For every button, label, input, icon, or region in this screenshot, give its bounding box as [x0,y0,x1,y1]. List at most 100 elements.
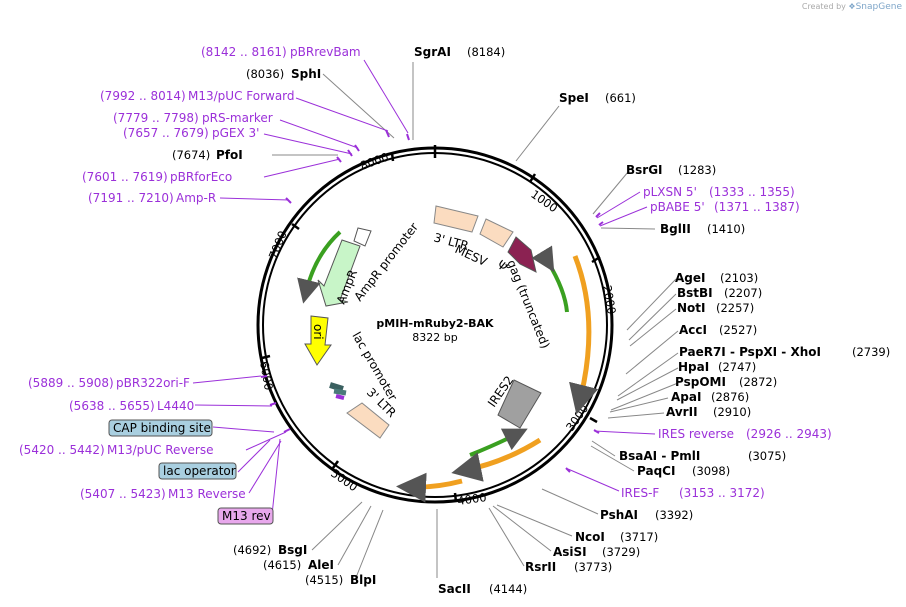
enzyme-pspomi: PspOMI [675,375,726,389]
enzyme-bglii: BglII [660,222,691,236]
primer-pbabe5-pos: (1371 .. 1387) [714,200,800,214]
plasmid-size: 8322 bp [412,331,457,344]
enzyme-bsaai-pos: (3075) [748,449,786,463]
enzyme-apai-pos: (2876) [711,390,749,404]
ltr-3-top-arc-a [433,205,479,233]
lac-operator-label: lac operator [163,464,236,478]
credit-brand: SnapGene [855,2,902,12]
primer-l4440-pos: (5638 .. 5655) [69,399,155,413]
primer-pbrrevbam-pos: (8142 .. 8161) [201,45,287,59]
primer-pbrrevbam: pBRrevBam [290,45,361,59]
ires2-feature [497,379,542,429]
enzyme-rsrii-pos: (3773) [574,560,612,574]
m13-rev-label: M13 rev [222,509,271,523]
primer-m13puc-fwd-pos: (7992 .. 8014) [100,89,186,103]
ampr-promoter-feature [353,227,372,247]
m13-rev-box [217,507,274,525]
enzyme-pspomi-pos: (2872) [739,375,777,389]
enzyme-paqci-pos: (3098) [692,464,730,478]
ltr-3-top-arc-b [479,218,514,248]
enzyme-alei: AleI [308,558,334,572]
enzyme-hpai-pos: (2747) [718,360,756,374]
primer-plxsn5-pos: (1333 .. 1355) [709,185,795,199]
enzyme-acci-pos: (2527) [719,323,757,337]
primer-m13puc-fwd: M13/pUC Forward [188,89,295,103]
primer-amp-r: Amp-R [176,191,216,205]
enzyme-sphi-pos: (8036) [246,67,284,81]
enzyme-alei-pos: (4615) [263,558,301,572]
ori-feature [304,315,332,366]
enzyme-bsrgi: BsrGI [626,163,663,177]
feature-mark-a [333,388,347,396]
ltr-3-bottom [346,402,390,439]
enzyme-bsgi: BsgI [278,543,307,557]
primer-m13-reverse-pos: (5407 .. 5423) [80,487,166,501]
primer-prs-marker: pRS-marker [202,111,273,125]
snapgene-credit: Created by ❖SnapGene [802,2,902,12]
enzyme-pfoi-pos: (7674) [172,148,210,162]
primer-m13puc-rev: M13/pUC Reverse [107,443,214,457]
feature-mark-b [335,394,345,400]
enzyme-spei-pos: (661) [605,91,636,105]
enzyme-sgrai-pos: (8184) [467,45,505,59]
enzyme-sacii-pos: (4144) [489,582,527,596]
enzyme-ncoi-pos: (3717) [620,530,658,544]
enzyme-spei: SpeI [559,91,589,105]
cap-binding-site-box [108,419,213,437]
leader-lines [272,62,679,581]
label-gag: gag (truncated) [504,258,552,351]
enzyme-pshai-pos: (3392) [655,508,693,522]
enzyme-ncoi: NcoI [575,530,605,544]
enzyme-hpai: HpaI [678,360,709,374]
primer-ires-rev: IRES reverse [658,427,734,441]
snapgene-logo-icon: ❖ [848,2,856,11]
tick-7000: 7000 [266,229,290,261]
enzyme-agei: AgeI [675,271,705,285]
enzyme-sgrai: SgrAI [414,45,451,59]
orf-bottom-green [469,428,528,457]
tick-4000: 4000 [456,490,487,508]
primer-ires-rev-pos: (2926 .. 2943) [746,427,832,441]
lac-promoter-bar [329,382,344,392]
enzyme-sphi: SphI [291,67,321,81]
enzyme-agei-pos: (2103) [720,271,758,285]
plasmid-name: pMIH-mRuby2-BAK [376,317,494,330]
orf-right-orange [569,255,599,415]
primer-ires-f: IRES-F [621,486,659,500]
primer-pbrforeco: pBRforEco [170,170,232,184]
primer-pbabe5: pBABE 5' [650,200,705,214]
enzyme-pfoi: PfoI [216,148,243,162]
credit-prefix: Created by [801,2,846,11]
primer-pbr322ori-f-pos: (5889 .. 5908) [28,376,114,390]
primer-leader-lines [192,59,656,516]
primer-plxsn5: pLXSN 5' [643,185,697,199]
enzyme-noti: NotI [677,301,706,315]
enzyme-apai: ApaI [671,390,701,404]
primer-pbr322ori-f: pBR322ori-F [116,376,190,390]
tick-8000: 8000 [358,150,390,173]
gag-feature [507,236,537,273]
enzyme-bglii-pos: (1410) [707,222,745,236]
enzyme-pshai: PshAI [600,508,638,522]
lac-operator-box [158,462,237,480]
tick-2000: 2000 [600,284,619,315]
primer-pgex3: pGEX 3' [212,126,259,140]
cap-binding-site-label: CAP binding site [113,421,211,435]
orf-right-green [531,245,569,313]
enzyme-avrii-pos: (2910) [713,405,751,419]
enzyme-rsrii: RsrII [525,560,556,574]
primer-l4440: L4440 [157,399,194,413]
enzyme-bstbi-pos: (2207) [724,286,762,300]
enzyme-asisi: AsiSI [553,545,587,559]
primer-pbrforeco-pos: (7601 .. 7619) [82,170,168,184]
enzyme-blpi: BlpI [350,573,376,587]
primer-ires-f-pos: (3153 .. 3172) [679,486,765,500]
enzyme-bstbi: BstBI [677,286,713,300]
enzyme-acci: AccI [679,323,707,337]
primer-ticks [260,129,604,473]
label-mesv: MESV [453,242,490,269]
enzyme-sacii: SacII [438,582,471,596]
enzyme-paqci: PaqCI [637,464,675,478]
ampr-green-arrow [297,230,342,304]
